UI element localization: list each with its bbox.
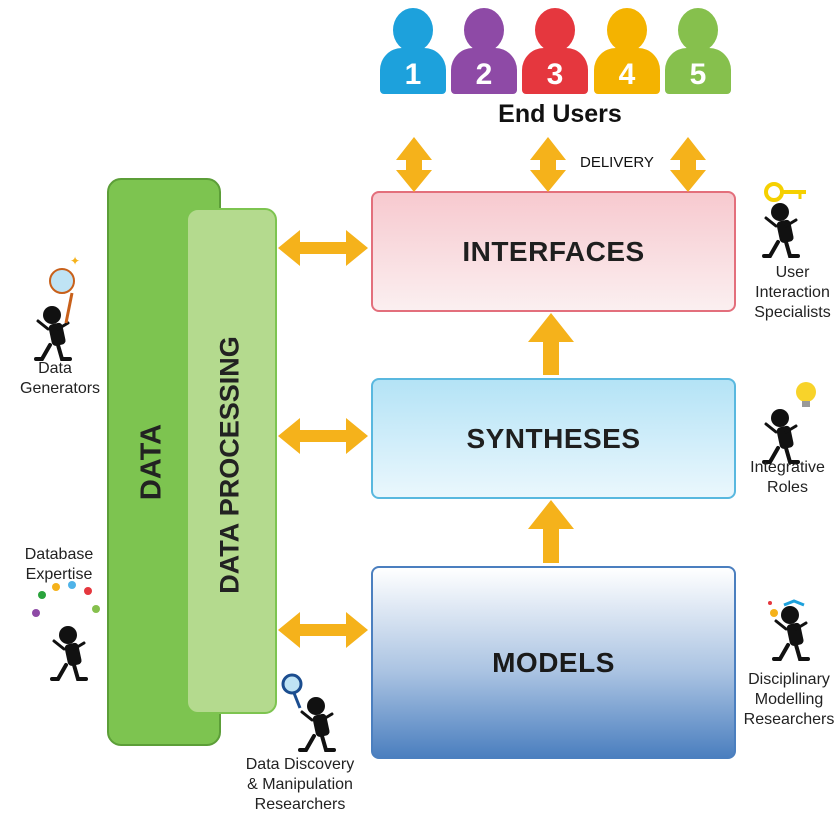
double-arrow-vertical-2 xyxy=(530,137,566,192)
data-discovery-label: Data Discovery & Manipulation Researcher… xyxy=(245,756,355,813)
data-generators-figure-icon: ✦ xyxy=(34,254,80,361)
syntheses-label: SYNTHESES xyxy=(466,422,641,454)
end-user-3: 3 xyxy=(522,8,588,94)
double-arrow-syntheses xyxy=(278,418,368,454)
integrative-roles-figure-icon xyxy=(762,382,816,464)
end-user-4: 4 xyxy=(594,8,660,94)
user-icon xyxy=(464,8,504,52)
disciplinary-researchers-label: Disciplinary Modelling Researchers xyxy=(743,671,835,728)
interfaces-label: INTERFACES xyxy=(462,235,645,267)
models-label: MODELS xyxy=(492,646,615,678)
database-expertise-label: Database Expertise xyxy=(24,546,94,583)
interfaces-box: INTERFACES xyxy=(371,191,736,312)
double-arrow-vertical-1 xyxy=(396,137,432,192)
user-number: 5 xyxy=(689,58,707,91)
user-interaction-figure-icon xyxy=(762,182,806,258)
models-box: MODELS xyxy=(371,566,736,759)
user-icon xyxy=(607,8,647,52)
double-arrow-interfaces xyxy=(278,230,368,266)
end-user-2: 2 xyxy=(451,8,517,94)
user-icon xyxy=(393,8,433,52)
user-icon xyxy=(678,8,718,52)
user-number: 3 xyxy=(546,58,564,91)
user-interaction-label: User Interaction Specialists xyxy=(754,264,831,321)
arrow-up-syntheses-to-interfaces xyxy=(528,313,574,375)
end-users-label: End Users xyxy=(498,100,622,128)
user-number: 4 xyxy=(618,58,636,91)
user-number: 2 xyxy=(475,58,493,91)
delivery-label: DELIVERY xyxy=(580,154,654,171)
database-expertise-figure-icon xyxy=(32,581,100,681)
data-processing-column xyxy=(186,208,277,714)
end-user-5: 5 xyxy=(665,8,731,94)
data-generators-label: Data Generators xyxy=(20,360,101,397)
end-user-1: 1 xyxy=(380,8,446,94)
double-arrow-vertical-3 xyxy=(670,137,706,192)
syntheses-box: SYNTHESES xyxy=(371,378,736,499)
double-arrow-models xyxy=(278,612,368,648)
user-icon xyxy=(535,8,575,52)
user-number: 1 xyxy=(404,58,422,91)
disciplinary-researchers-figure-icon xyxy=(768,599,810,661)
svg-text:✦: ✦ xyxy=(70,254,80,268)
data-discovery-figure-icon xyxy=(281,673,336,752)
arrow-up-models-to-syntheses xyxy=(528,500,574,563)
integrative-roles-label: Integrative Roles xyxy=(750,459,825,496)
